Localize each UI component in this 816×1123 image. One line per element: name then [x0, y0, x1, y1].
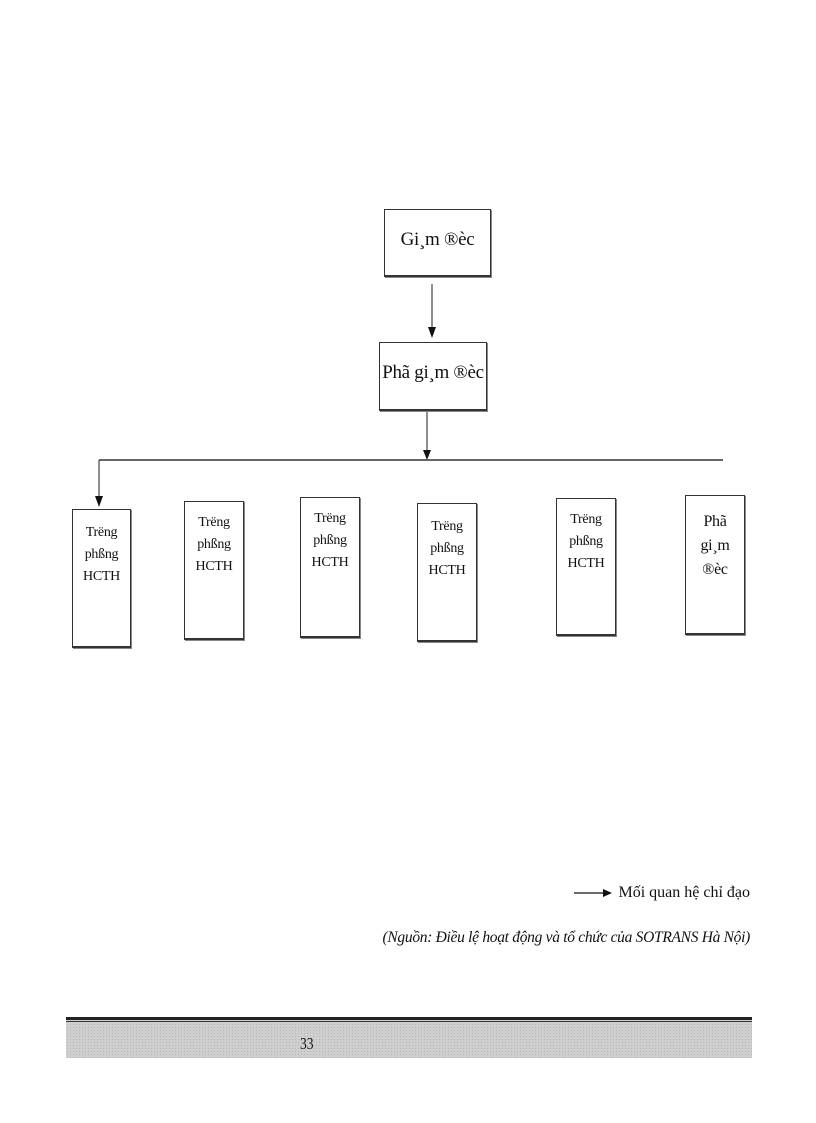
node-dept-2-line-2: phßng: [197, 537, 231, 552]
node-dept-5-line-1: Tr­ëng: [570, 512, 602, 527]
node-dept-4-line-3: HCTH: [428, 563, 466, 578]
node-dept-1-line-2: phßng: [84, 547, 119, 562]
page-number: 33: [300, 1034, 314, 1053]
node-deputy-director: Phã gi¸m ®èc: [379, 342, 487, 411]
node-dept-5-line-3: HCTH: [567, 556, 605, 571]
node-dept-4-line-2: phßng: [430, 541, 464, 556]
arrowhead-icon: [423, 450, 431, 460]
node-dept-6-line-3: ®èc: [702, 561, 728, 578]
node-dept-6: Phã gi¸m ®èc: [685, 495, 745, 635]
arrowhead-icon: [95, 496, 103, 507]
legend-label: Mối quan hệ chỉ đạo: [618, 884, 750, 901]
node-deputy-director-label: Phã gi¸m ®èc: [382, 362, 484, 383]
legend: Mối quan hệ chỉ đạo: [574, 884, 750, 902]
node-dept-5-line-2: phßng: [569, 534, 603, 549]
node-dept-1: Tr­ëng phßng HCTH: [72, 509, 131, 648]
node-director-label: Gi¸m ®èc: [400, 229, 475, 250]
node-dept-1-line-3: HCTH: [83, 569, 120, 584]
arrowhead-icon: [428, 327, 436, 338]
node-dept-3-line-2: phßng: [313, 533, 347, 548]
node-dept-4-line-1: Tr­ëng: [431, 519, 463, 534]
source-note: (Nguồn: Điều lệ hoạt động và tổ chức của…: [382, 929, 751, 946]
node-dept-6-line-1: Phã: [703, 513, 727, 530]
node-dept-1-line-1: Tr­ëng: [85, 525, 118, 540]
node-dept-3: Tr­ëng phßng HCTH: [300, 497, 360, 638]
arrow-right-icon: [574, 889, 613, 897]
node-dept-5: Tr­ëng phßng HCTH: [556, 498, 616, 636]
node-dept-4: Tr­ëng phßng HCTH: [417, 503, 477, 642]
page-footer: 33: [66, 1017, 752, 1058]
node-dept-2-line-1: Tr­ëng: [198, 515, 230, 530]
node-dept-3-line-1: Tr­ëng: [314, 511, 346, 526]
node-dept-2-line-3: HCTH: [195, 559, 233, 574]
node-dept-6-line-2: gi¸m: [700, 537, 730, 554]
node-director: Gi¸m ®èc: [384, 209, 491, 277]
node-dept-2: Tr­ëng phßng HCTH: [184, 501, 244, 640]
node-dept-3-line-3: HCTH: [311, 555, 349, 570]
